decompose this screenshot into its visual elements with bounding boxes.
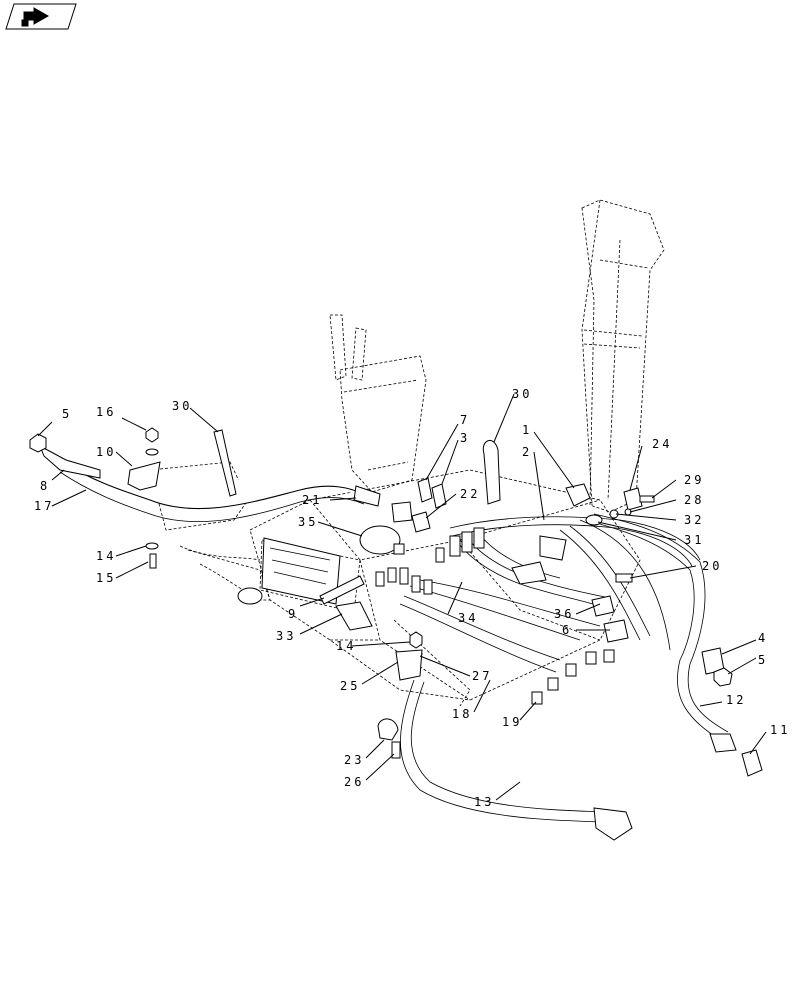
strap-30-left bbox=[213, 429, 237, 497]
callout-1[interactable]: 1 bbox=[522, 423, 532, 437]
clamp-25 bbox=[395, 649, 423, 681]
callout-6[interactable]: 6 bbox=[562, 623, 572, 637]
fitting-36 bbox=[591, 595, 615, 617]
callout-27[interactable]: 27 bbox=[472, 669, 492, 683]
nut-16 bbox=[145, 427, 159, 443]
callout-23[interactable]: 23 bbox=[344, 753, 364, 767]
fitting-6 bbox=[603, 619, 629, 643]
callout-20[interactable]: 20 bbox=[702, 559, 722, 573]
tube-9 bbox=[319, 575, 365, 605]
callout-36[interactable]: 36 bbox=[554, 607, 574, 621]
callout-9[interactable]: 9 bbox=[288, 607, 298, 621]
clamp-23 bbox=[377, 718, 399, 741]
bolt-26 bbox=[391, 741, 401, 759]
callout-30[interactable]: 30 bbox=[512, 387, 532, 401]
strap-30-right bbox=[482, 440, 501, 505]
hose-8 bbox=[39, 444, 101, 479]
fitting-7 bbox=[417, 477, 433, 503]
callout-2[interactable]: 2 bbox=[522, 445, 532, 459]
hose-12 bbox=[585, 513, 729, 741]
callout-16[interactable]: 16 bbox=[96, 405, 116, 419]
clamp-33 bbox=[335, 601, 373, 631]
fittings-19 bbox=[531, 649, 615, 705]
callout-8[interactable]: 8 bbox=[40, 479, 50, 493]
callout-14[interactable]: 14 bbox=[96, 549, 116, 563]
callout-24[interactable]: 24 bbox=[652, 437, 672, 451]
fitting-3 bbox=[431, 483, 447, 509]
valve-bank bbox=[375, 527, 567, 595]
callout-18[interactable]: 18 bbox=[452, 707, 472, 721]
washer-14-left bbox=[145, 542, 159, 550]
callout-7[interactable]: 7 bbox=[460, 413, 470, 427]
nut-5-left bbox=[29, 433, 47, 453]
callout-22[interactable]: 22 bbox=[460, 487, 480, 501]
callout-28[interactable]: 28 bbox=[684, 493, 704, 507]
callout-3[interactable]: 3 bbox=[460, 431, 470, 445]
nut-5-right bbox=[713, 667, 733, 687]
fitting-21 bbox=[353, 485, 413, 523]
callout-21[interactable]: 21 bbox=[302, 493, 322, 507]
callout-10[interactable]: 10 bbox=[96, 445, 116, 459]
clamp-10 bbox=[127, 461, 161, 491]
bolt-29 bbox=[639, 495, 655, 503]
fitting-11 bbox=[741, 749, 763, 777]
callout-11[interactable]: 11 bbox=[770, 723, 790, 737]
callout-13[interactable]: 13 bbox=[474, 795, 494, 809]
fitting-24-bracket bbox=[623, 487, 643, 511]
callout-31[interactable]: 31 bbox=[684, 533, 704, 547]
hose-end-12 bbox=[709, 733, 737, 753]
callout-30[interactable]: 30 bbox=[172, 399, 192, 413]
fitting-20 bbox=[615, 573, 633, 583]
callout-19[interactable]: 19 bbox=[502, 715, 522, 729]
callout-33[interactable]: 33 bbox=[276, 629, 296, 643]
nut-14-center bbox=[409, 631, 423, 649]
control-valve bbox=[261, 537, 341, 605]
bolt-15 bbox=[149, 553, 157, 569]
hose-18 bbox=[399, 579, 601, 673]
callout-35[interactable]: 35 bbox=[298, 515, 318, 529]
nav-tab[interactable] bbox=[5, 3, 77, 30]
arrow-right-icon bbox=[21, 7, 50, 27]
accumulator-35 bbox=[359, 525, 405, 555]
callout-17[interactable]: 17 bbox=[34, 499, 54, 513]
hose-17 bbox=[59, 459, 365, 523]
callout-5[interactable]: 5 bbox=[758, 653, 768, 667]
washer-16 bbox=[145, 448, 159, 456]
callout-15[interactable]: 15 bbox=[96, 571, 116, 585]
callout-12[interactable]: 12 bbox=[726, 693, 746, 707]
callout-34[interactable]: 34 bbox=[458, 611, 478, 625]
fitting-1 bbox=[565, 483, 591, 507]
callout-4[interactable]: 4 bbox=[758, 631, 768, 645]
callout-25[interactable]: 25 bbox=[340, 679, 360, 693]
fitting-22 bbox=[411, 511, 431, 533]
callout-26[interactable]: 26 bbox=[344, 775, 364, 789]
callout-5[interactable]: 5 bbox=[62, 407, 72, 421]
callout-32[interactable]: 32 bbox=[684, 513, 704, 527]
hose-13 bbox=[400, 679, 633, 841]
elbow-fitting-left-lower bbox=[237, 587, 263, 605]
callout-labels: 5 16 30 10 8 17 14 15 21 35 9 33 7 3 22 … bbox=[34, 387, 790, 809]
callout-29[interactable]: 29 bbox=[684, 473, 704, 487]
hose-left-lower bbox=[179, 545, 261, 595]
callout-14[interactable]: 14 bbox=[336, 639, 356, 653]
leader-lines bbox=[37, 393, 767, 801]
fitting-31 bbox=[585, 514, 603, 526]
hose-2 bbox=[449, 516, 701, 567]
